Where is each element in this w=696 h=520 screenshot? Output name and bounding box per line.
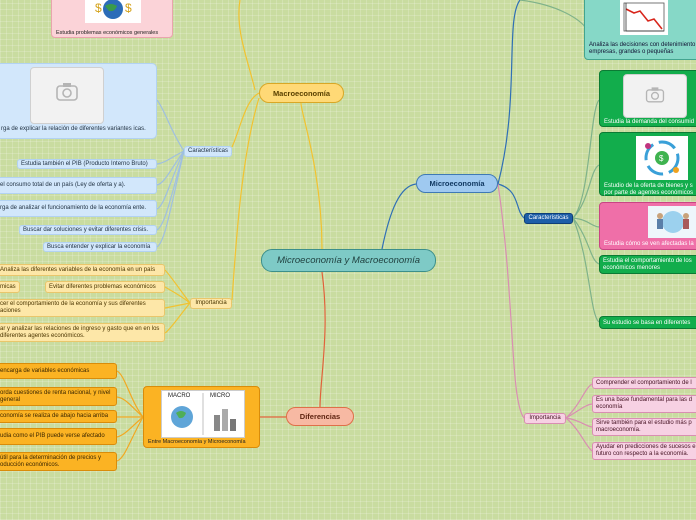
macro-importancia[interactable]: Importancia xyxy=(190,298,232,309)
svg-text:$: $ xyxy=(125,1,132,15)
micro-imp-item-1[interactable]: Comprender el comportamiento de l xyxy=(592,377,696,389)
central-topic-label: Microeconomía y Macroeconomía xyxy=(276,255,421,266)
micro-char-text-3: Estudia cómo se ven afectadas la xyxy=(604,241,694,247)
micro-imp-item-4[interactable]: Ayudar en predicciones de sucesos e futu… xyxy=(592,442,696,460)
micro-char-text-2: Estudio de la oferta de bienes y s por p… xyxy=(604,183,694,196)
dif-item-2[interactable]: orda cuestiones de renta nacional, y niv… xyxy=(0,387,117,406)
macro-char-item-3[interactable]: el consumo total de un país (Ley de ofer… xyxy=(0,177,157,194)
dif-text-2: orda cuestiones de renta nacional, y niv… xyxy=(0,389,111,403)
macro-caracteristicas-label: Características xyxy=(188,148,229,154)
dif-item-4[interactable]: udia como el PIB puede verse afectado xyxy=(0,428,117,445)
micro-importancia-label: Importancia xyxy=(529,415,561,421)
macro-imp-item-4[interactable]: cer el comportamiento de la economía y s… xyxy=(0,299,165,317)
macro-char-item-6[interactable]: Busca entender y explicar la economía xyxy=(43,242,157,252)
micro-char-text-5: Su estudio se basa en diferentes xyxy=(603,320,691,326)
macro-char-text-1: rga de explicar la relación de diferente… xyxy=(1,126,146,132)
micro-caracteristicas[interactable]: Características xyxy=(524,213,573,224)
micro-caracteristicas-label: Características xyxy=(528,215,569,221)
placeholder-photo xyxy=(623,74,687,118)
central-topic[interactable]: Microeconomía y Macroeconomía xyxy=(261,249,436,272)
macro-top-caption: Estudia problemas económicos generales xyxy=(56,30,159,36)
micro-imp-text-1: Comprender el comportamiento de l xyxy=(596,379,692,386)
macro-imp-item-1[interactable]: Analiza las diferentes variables de la e… xyxy=(0,264,165,276)
dif-text-5: útil para la determinación de precios y … xyxy=(0,454,102,468)
macro-imp-item-2[interactable]: micas xyxy=(0,281,20,293)
micro-char-item-1[interactable]: Estudia la demanda del consumid xyxy=(599,70,696,127)
micro-char-item-5[interactable]: Su estudio se basa en diferentes xyxy=(599,316,696,329)
macro-char-item-1[interactable]: rga de explicar la relación de diferente… xyxy=(0,63,157,139)
macro-caracteristicas[interactable]: Características xyxy=(184,146,232,157)
declining-chart-image xyxy=(620,0,668,35)
svg-text:$: $ xyxy=(95,1,102,15)
micro-imp-item-3[interactable]: Sirve también para el estudio más p macr… xyxy=(592,418,696,436)
micro-imp-text-3: Sirve también para el estudio más p macr… xyxy=(596,420,692,433)
dif-item-1[interactable]: encarga de variables económicas xyxy=(0,363,117,379)
macro-char-text-4: rga de analizar el funcionamiento de la … xyxy=(0,205,147,211)
people-world-image xyxy=(648,206,696,238)
micro-char-text-1: Estudia la demanda del consumid xyxy=(604,119,695,125)
macro-char-text-2: Estudia también el PIB (Producto Interno… xyxy=(21,160,148,167)
macro-imp-text-1: Analiza las diferentes variables de la e… xyxy=(0,266,156,273)
macroeconomia-topic[interactable]: Macroeconomía xyxy=(259,83,344,103)
macro-char-text-3: el consumo total de un país (Ley de ofer… xyxy=(0,182,126,188)
micro-top-caption: Analiza las decisiones con detenimiento … xyxy=(589,42,696,55)
macro-imp-text-4: cer el comportamiento de la economía y s… xyxy=(0,301,146,314)
macro-imp-item-3[interactable]: Evitar diferentes problemas económicos xyxy=(45,281,165,293)
diferencias-topic[interactable]: Diferencias xyxy=(286,407,354,426)
svg-text:$: $ xyxy=(659,154,664,163)
micro-importancia[interactable]: Importancia xyxy=(524,413,566,424)
macro-micro-image-card[interactable]: MACRO MICRO Entre Macroeconomía y Microe… xyxy=(143,386,260,448)
macro-imp-text-3: Evitar diferentes problemas económicos xyxy=(49,283,156,290)
macro-char-item-5[interactable]: Buscar dar soluciones y evitar diferente… xyxy=(19,225,157,235)
macroeconomia-label: Macroeconomía xyxy=(272,88,331,98)
micro-char-item-2[interactable]: $ Estudio de la oferta de bienes y s por… xyxy=(599,132,696,196)
micro-char-item-4[interactable]: Estudia el comportamiento de los económi… xyxy=(599,255,696,274)
macro-char-text-6: Busca entender y explicar la economía xyxy=(47,243,151,250)
microeconomia-topic[interactable]: Microeconomía xyxy=(416,174,498,193)
diferencias-label: Diferencias xyxy=(299,412,341,421)
placeholder-photo xyxy=(30,67,104,124)
dif-text-1: encarga de variables económicas xyxy=(0,367,90,374)
dif-item-5[interactable]: útil para la determinación de precios y … xyxy=(0,452,117,471)
macro-imp-text-2: micas xyxy=(0,283,16,290)
macro-image-label: MACRO xyxy=(168,393,191,399)
macro-imp-item-5[interactable]: ar y analizar las relaciones de ingreso … xyxy=(0,323,165,342)
micro-imp-item-2[interactable]: Es una base fundamental para las d econo… xyxy=(592,395,696,413)
dif-text-3: conomía se realiza de abajo hacia arriba xyxy=(0,413,109,419)
micro-top-image-card[interactable]: Analiza las decisiones con detenimiento … xyxy=(584,0,696,60)
camera-icon xyxy=(624,86,686,107)
globe-money-image: $ $ xyxy=(85,0,141,23)
dif-text-4: udia como el PIB puede verse afectado xyxy=(0,433,105,439)
macro-char-item-4[interactable]: rga de analizar el funcionamiento de la … xyxy=(0,200,157,217)
macro-micro-comparison-image: MACRO MICRO xyxy=(161,390,245,438)
macro-micro-caption: Entre Macroeconomía y Microeconomía xyxy=(148,439,246,445)
micro-char-item-3[interactable]: Estudia cómo se ven afectadas la xyxy=(599,202,696,250)
money-cycle-image: $ xyxy=(636,136,688,180)
camera-icon xyxy=(31,82,103,105)
micro-imp-text-4: Ayudar en predicciones de sucesos e futu… xyxy=(596,444,696,457)
micro-imp-text-2: Es una base fundamental para las d econo… xyxy=(596,397,693,410)
microeconomia-label: Microeconomía xyxy=(429,179,485,188)
macro-top-image-card[interactable]: $ $ Estudia problemas económicos general… xyxy=(51,0,173,38)
macro-importancia-label: Importancia xyxy=(195,300,227,306)
macro-char-text-5: Buscar dar soluciones y evitar diferente… xyxy=(23,226,149,233)
dif-item-3[interactable]: conomía se realiza de abajo hacia arriba xyxy=(0,410,117,423)
macro-imp-text-5: ar y analizar las relaciones de ingreso … xyxy=(0,325,160,339)
micro-image-label: MICRO xyxy=(210,393,230,399)
macro-char-item-2[interactable]: Estudia también el PIB (Producto Interno… xyxy=(17,159,157,169)
micro-char-text-4: Estudia el comportamiento de los económi… xyxy=(603,258,692,271)
